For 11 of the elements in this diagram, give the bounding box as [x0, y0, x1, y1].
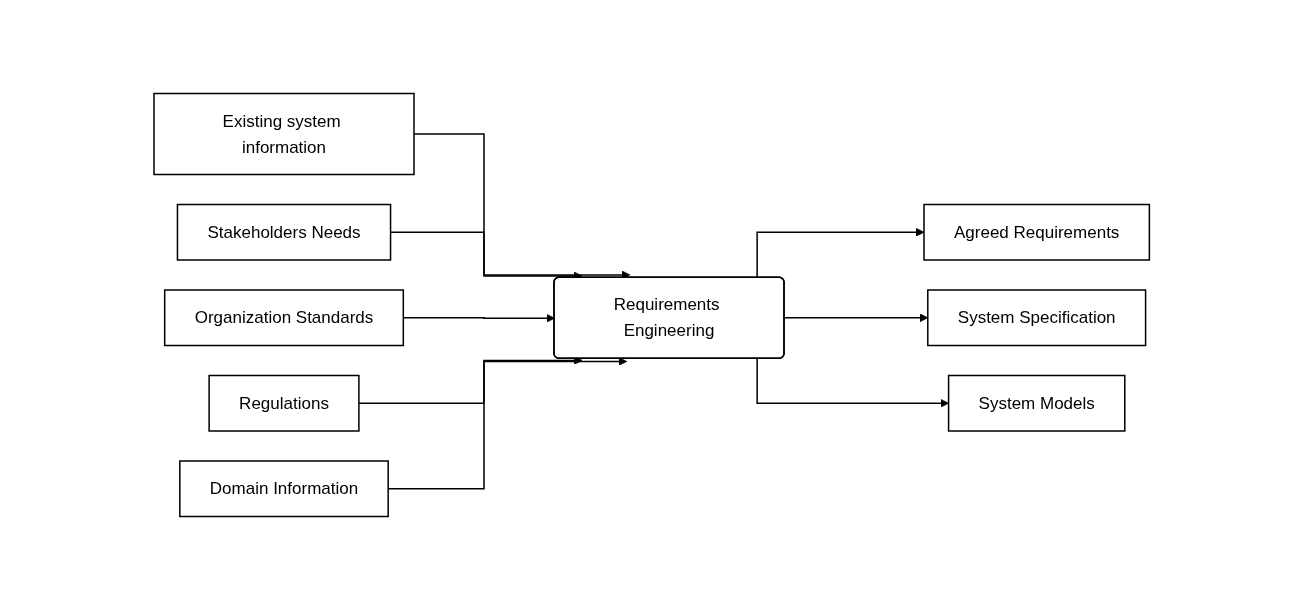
arrow [756, 358, 949, 408]
arrow [783, 313, 928, 323]
node-box: Agreed Requirements [923, 203, 1150, 261]
node-box: Stakeholders Needs [176, 203, 392, 261]
node-box: Domain Information [178, 460, 389, 518]
node-box: Existing system information [153, 92, 415, 176]
node-box: System Models [947, 374, 1126, 432]
node-box: Organization Standards [163, 289, 404, 347]
node-box: Regulations [208, 374, 360, 432]
arrow [387, 357, 627, 490]
node-box: System Specification [926, 289, 1147, 347]
